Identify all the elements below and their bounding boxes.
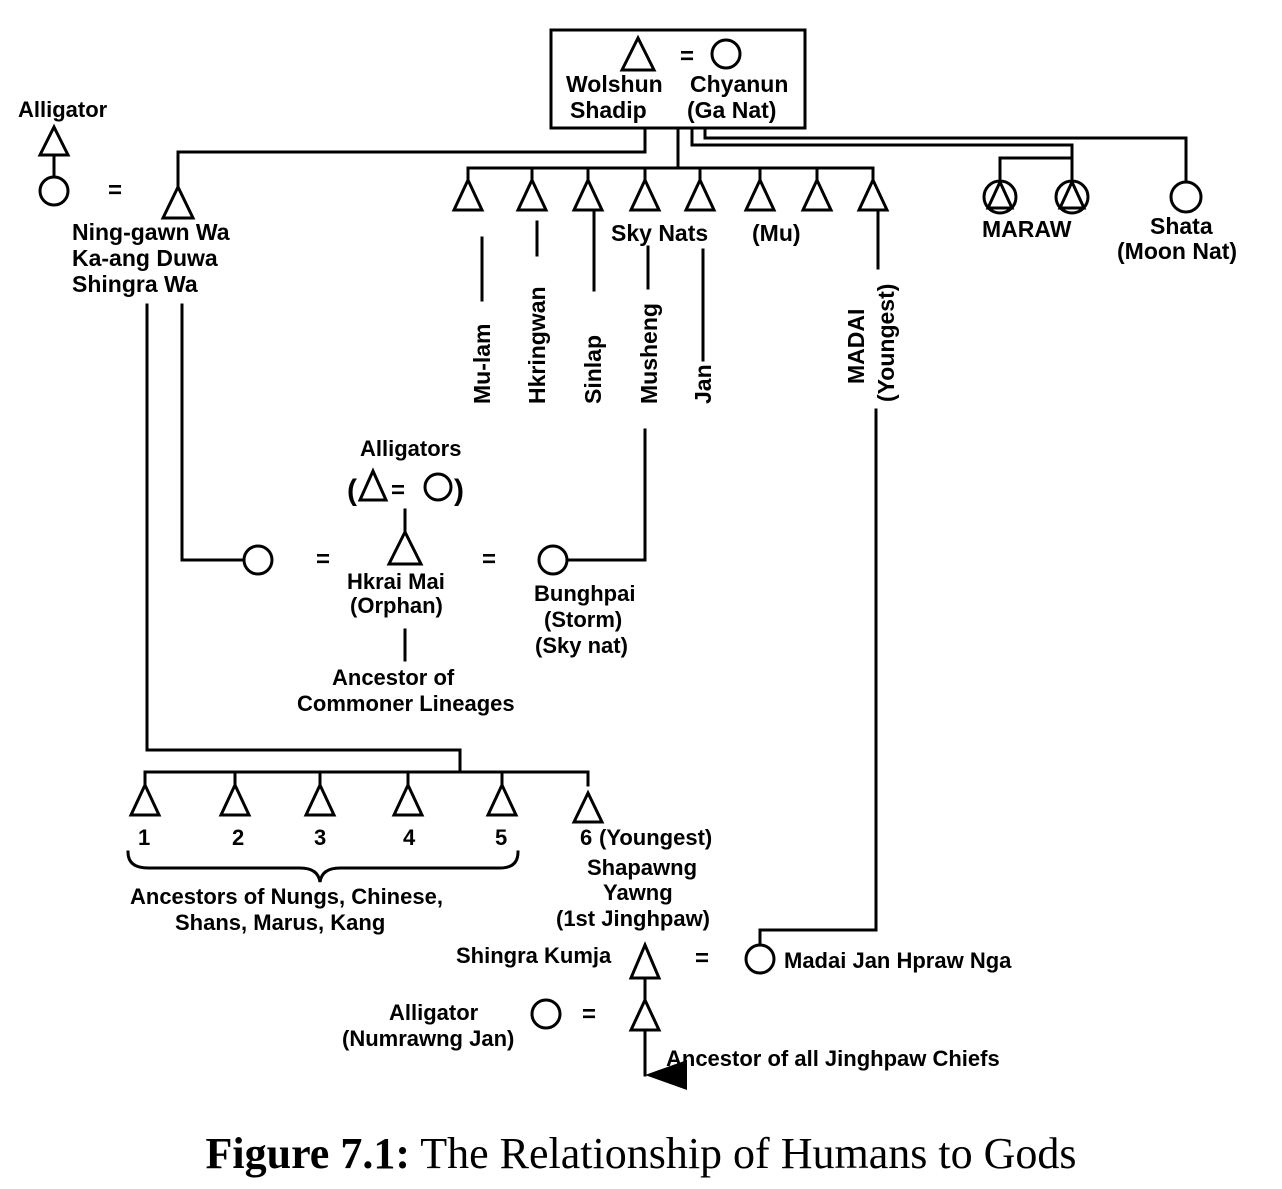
maraw-label: MARAW	[982, 216, 1072, 242]
hkrai-equals-right: =	[482, 546, 496, 573]
hkrai-name: Hkrai Mai	[347, 569, 445, 594]
ning-name-2: Ka-ang Duwa	[72, 245, 218, 271]
mu-label: (Mu)	[752, 220, 801, 246]
chiefs-ancestor-triangle	[628, 996, 662, 1032]
hkrai-triangle	[386, 528, 424, 566]
alligators-pair-equals: =	[391, 477, 405, 504]
madai-label: MADAI	[843, 309, 869, 384]
caption-label: Figure 7.1:	[205, 1129, 411, 1178]
line-musheng-to-bunghpai	[565, 428, 647, 562]
son-label-3: 3	[314, 825, 326, 850]
line-madai-to-jan	[758, 408, 878, 947]
sky-child-musheng: Musheng	[636, 303, 662, 404]
wolshun-triangle	[619, 34, 657, 72]
ancestors-brace	[126, 850, 520, 883]
bunghpai-storm: (Storm)	[544, 607, 622, 632]
shadip-label: Shadip	[570, 97, 647, 123]
musheng-triangle	[628, 176, 662, 212]
line-to-maraw	[690, 126, 1074, 182]
top-pair-equals: =	[680, 43, 694, 70]
kumja-equals: =	[695, 945, 709, 972]
sky-child-jan: Jan	[690, 364, 716, 404]
line-to-shata	[703, 126, 1188, 182]
bunghpai-name: Bunghpai	[534, 581, 635, 606]
alligators-pair-triangle	[357, 467, 389, 502]
ancestors-line-2: Shans, Marus, Kang	[175, 910, 385, 935]
alligator-bottom-label: Alligator	[389, 1000, 479, 1025]
alligators-pair-close: )	[454, 474, 464, 507]
madai-jan-label: Madai Jan Hpraw Nga	[784, 948, 1012, 973]
alligator-top-triangle	[37, 123, 71, 157]
bunghpai-skynat: (Sky nat)	[535, 633, 628, 658]
son5-triangle	[485, 781, 519, 817]
ning-name-3: Shingra Wa	[72, 271, 198, 297]
caption-text: The Relationship of Humans to Gods	[420, 1129, 1077, 1178]
shingra-kumja-triangle	[628, 941, 662, 980]
ning-equals: =	[108, 177, 122, 204]
sky-child-sinlap: Sinlap	[580, 335, 606, 404]
son-label-2: 2	[232, 825, 244, 850]
moon-nat-label: (Moon Nat)	[1117, 238, 1237, 264]
shata-circle	[1169, 180, 1203, 214]
wolshun-label: Wolshun	[566, 71, 663, 97]
maraw-triangle-2	[1057, 178, 1087, 210]
ga-nat-label: (Ga Nat)	[687, 97, 776, 123]
mu2-triangle	[800, 176, 834, 212]
jan-triangle	[683, 176, 717, 212]
son3-triangle	[303, 781, 337, 817]
bottom-equals: =	[582, 1001, 596, 1028]
ning-name-1: Ning-gawn Wa	[72, 219, 230, 245]
shapawng-line-1: Shapawng	[587, 855, 697, 880]
ning-wife-circle	[38, 175, 70, 207]
hkringwan-triangle	[515, 176, 549, 212]
shata-label: Shata	[1150, 213, 1213, 239]
son6-triangle	[571, 789, 605, 824]
ancestors-line-1: Ancestors of Nungs, Chinese,	[130, 884, 443, 909]
son-label-6: 6	[580, 825, 592, 850]
shapawng-line-2: Yawng	[603, 880, 673, 905]
son-label-5: 5	[495, 825, 507, 850]
line-to-ning	[176, 126, 647, 187]
alligators-pair-text: (	[347, 474, 357, 507]
alligators-label: Alligators	[360, 436, 461, 461]
sinlap-triangle	[571, 176, 605, 212]
commoner-line-2: Commoner Lineages	[297, 691, 515, 716]
sky-child-mulam: Mu-lam	[469, 324, 495, 405]
sky-child-hkringwan: Hkringwan	[524, 286, 550, 404]
numrawng-circle	[530, 998, 562, 1030]
madai-jan-circle	[744, 943, 776, 975]
son1-triangle	[128, 781, 162, 817]
mu1-triangle	[743, 176, 777, 212]
line-ning-to-sons	[145, 303, 462, 774]
madai-triangle	[856, 176, 890, 212]
maraw-triangle-1	[985, 178, 1015, 210]
chyanun-label: Chyanun	[690, 71, 788, 97]
chyanun-circle	[710, 38, 742, 70]
hkrai-equals-left: =	[316, 546, 330, 573]
bunghpai-circle	[537, 544, 569, 576]
chiefs-label: Ancestor of all Jinghpaw Chiefs	[666, 1046, 1000, 1071]
hkrai-orphan: (Orphan)	[350, 593, 443, 618]
numrawng-label: (Numrawng Jan)	[342, 1026, 514, 1051]
shingra-kumja-label: Shingra Kumja	[456, 943, 612, 968]
son-label-4: 4	[403, 825, 416, 850]
son2-triangle	[218, 781, 252, 817]
shapawng-line-3: (1st Jinghpaw)	[556, 906, 710, 931]
mulam-triangle	[451, 176, 485, 212]
sky-nats-label: Sky Nats	[611, 220, 708, 246]
son6-youngest: (Youngest)	[599, 825, 712, 850]
figure-caption: Figure 7.1: The Relationship of Humans t…	[0, 1128, 1282, 1179]
alligator-top-label: Alligator	[18, 97, 108, 122]
ning-triangle	[160, 183, 196, 220]
madai-youngest-label: (Youngest)	[873, 284, 899, 402]
commoner-line-1: Ancestor of	[332, 665, 455, 690]
alligators-pair-circle	[423, 472, 453, 502]
hkrai-wife-circle	[242, 544, 274, 576]
son-label-1: 1	[138, 825, 150, 850]
son4-triangle	[391, 781, 425, 817]
line-ning-to-wife2	[180, 303, 245, 562]
